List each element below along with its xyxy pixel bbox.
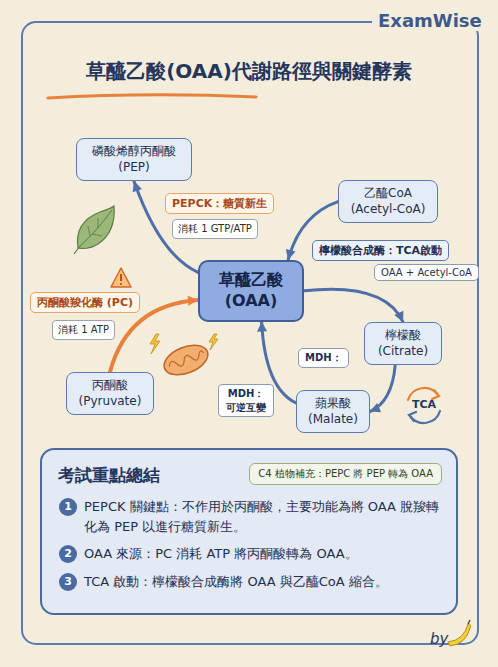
node-text: 磷酸烯醇丙酮酸 (PEP) [83, 144, 185, 175]
flow-arrow [304, 289, 403, 322]
summary-point: TCA 啟動：檸檬酸合成酶將 OAA 與乙醯CoA 縮合。 [58, 572, 440, 592]
node-text: 檸檬酸 (Citrate) [371, 328, 435, 359]
warning-icon [111, 268, 131, 287]
note-label: by [430, 630, 448, 648]
callout-number: 1 [59, 498, 77, 516]
note-label: TCA [412, 398, 436, 411]
metabolite-box: 檸檬酸 (Citrate) [364, 322, 442, 365]
note-box: C4 植物補充：PEPC 將 PEP 轉為 OAA [249, 463, 442, 485]
metabolite-box: 蘋果酸 (Malate) [296, 390, 370, 433]
metabolite-box: 乙醯CoA (Acetyl-CoA) [338, 180, 438, 223]
enzyme-label: OAA + Acetyl-CoA [374, 264, 479, 281]
callout-number: 3 [59, 573, 77, 591]
enzyme-label: MDH： [298, 348, 349, 368]
page-frame [22, 22, 478, 644]
flow-arrow [370, 365, 395, 412]
banana-icon [448, 620, 471, 646]
enzyme-label: 丙酮酸羧化酶 (PC) [30, 292, 140, 313]
central-metabolite-box: 草醯乙酸 (OAA) [198, 260, 304, 322]
title-underline [48, 95, 256, 98]
node-text: 蘋果酸 (Malate) [303, 396, 363, 427]
node-text: 丙酮酸 (Pyruvate) [73, 378, 147, 409]
node-text: C4 植物補充：PEPC 將 PEP 轉為 OAA [258, 467, 433, 481]
note-label: MDH： 可逆互變 [218, 384, 274, 417]
note-label: 消耗 1 ATP [52, 320, 115, 340]
leaf-icon [74, 206, 114, 254]
metabolite-box: 磷酸烯醇丙酮酸 (PEP) [76, 138, 192, 181]
diagram-title: 草醯乙酸(OAA)代謝路徑與關鍵酵素 [0, 58, 498, 85]
node-text: 乙醯CoA (Acetyl-CoA) [345, 186, 431, 217]
callout-number: 2 [59, 545, 77, 563]
summary-point: OAA 來源：PC 消耗 ATP 將丙酮酸轉為 OAA。 [58, 544, 440, 564]
metabolite-box: 丙酮酸 (Pyruvate) [66, 372, 154, 415]
mitochondria-icon [160, 339, 212, 380]
note-label: 消耗 1 GTP/ATP [172, 219, 258, 239]
node-text: 草醯乙酸 (OAA) [208, 270, 294, 312]
summary-panel: 考試重點總結PEPCK 關鍵點：不作用於丙酮酸，主要功能為將 OAA 脫羧轉化為… [40, 448, 458, 615]
tca-cycle-arrows [408, 388, 440, 423]
summary-point: PEPCK 關鍵點：不作用於丙酮酸，主要功能為將 OAA 脫羧轉化為 PEP 以… [58, 497, 440, 536]
energy-bolt [150, 334, 218, 354]
enzyme-label: 檸檬酸合成酶：TCA啟動 [312, 240, 449, 261]
brand-mark: ExamWise [372, 10, 488, 31]
enzyme-label: PEPCK：糖質新生 [165, 193, 274, 214]
